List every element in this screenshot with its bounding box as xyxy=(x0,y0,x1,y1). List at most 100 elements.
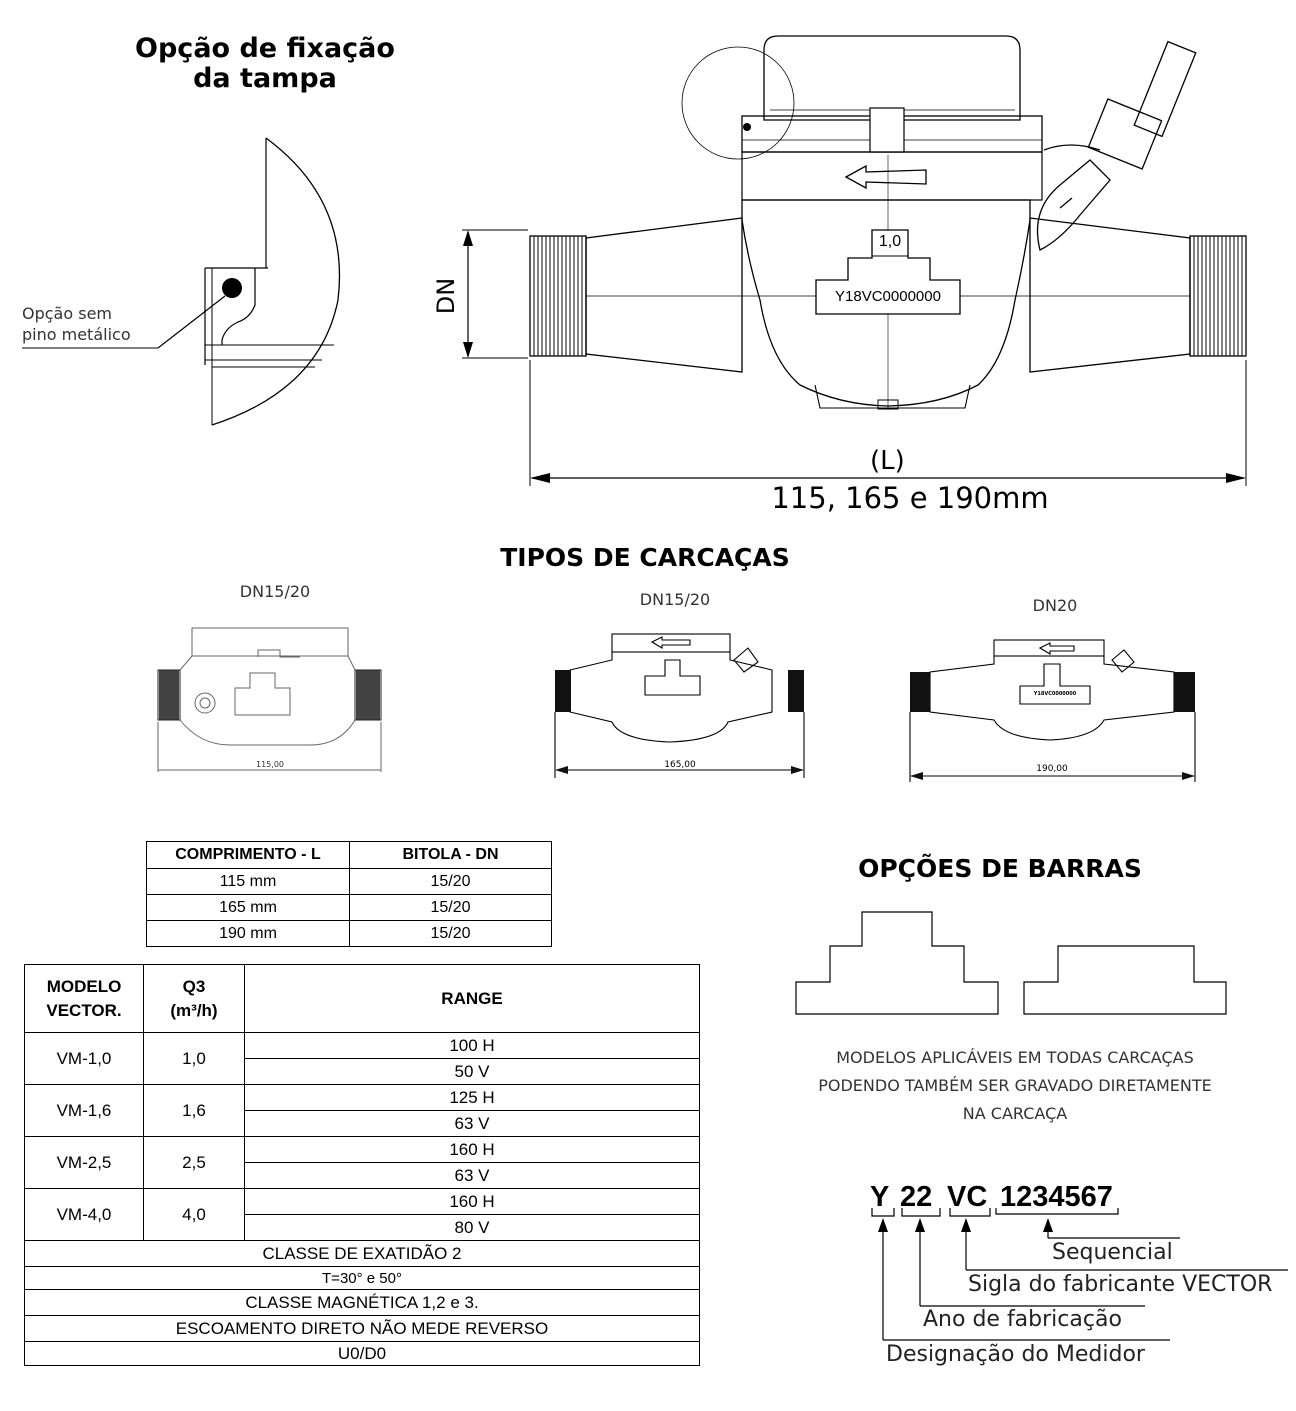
seal-hole-icon xyxy=(743,123,751,131)
range-v-cell: 50 V xyxy=(244,1058,700,1085)
table-footer-row: U0/D0 xyxy=(24,1341,700,1366)
bars-note-line1: MODELOS APLICÁVEIS EM TODAS CARCAÇAS xyxy=(836,1048,1194,1067)
length-header-dn: BITOLA - DN xyxy=(349,841,552,869)
header-model-line2: VECTOR. xyxy=(46,1000,122,1020)
bars-note-line3: NA CARCAÇA xyxy=(962,1104,1068,1123)
range-h-cell: 125 H xyxy=(244,1084,700,1111)
code-sequencial: Sequencial xyxy=(1052,1240,1173,1265)
class-label: 1,0 xyxy=(878,233,902,250)
dn-cell: 15/20 xyxy=(349,920,552,947)
accuracy-class: CLASSE DE EXATIDÃO 2 xyxy=(24,1240,700,1267)
fixing-note-line2: pino metálico xyxy=(22,325,131,344)
table-row: 80 V xyxy=(25,1214,700,1241)
model-table-header: MODELO VECTOR. Q3 (m³/h) RANGE xyxy=(24,964,700,1033)
model-cell: VM-4,0 xyxy=(24,1188,144,1241)
housing-3-label: DN20 xyxy=(1032,596,1078,615)
flow-arrow-icon xyxy=(844,164,927,190)
header-range: RANGE xyxy=(244,964,700,1033)
model-cell: VM-2,5 xyxy=(24,1136,144,1189)
table-row: 165 mm 15/20 xyxy=(146,894,552,921)
model-cell: VM-1,0 xyxy=(24,1032,144,1085)
table-row: VM-1,6 1,6 125 H xyxy=(24,1084,700,1137)
length-symbol: (L) xyxy=(870,446,905,476)
fixing-title-line2: da tampa xyxy=(193,63,337,94)
length-header-length: COMPRIMENTO - L xyxy=(146,841,350,869)
table-row: 50 V xyxy=(25,1058,700,1085)
housings-title: TIPOS DE CARCAÇAS xyxy=(500,543,790,572)
dn-label: DN xyxy=(432,277,461,315)
q3-cell: 2,5 xyxy=(143,1136,245,1189)
length-cell: 115 mm xyxy=(146,868,350,895)
fixing-title-line1: Opção de fixação xyxy=(135,33,395,64)
temperature-class: T=30° e 50° xyxy=(24,1266,700,1290)
length-table: COMPRIMENTO - L BITOLA - DN 115 mm 15/20… xyxy=(146,841,552,947)
table-row: VM-4,0 4,0 160 H xyxy=(24,1188,700,1241)
range-h-cell: 160 H xyxy=(244,1188,700,1215)
magnetic-class: CLASSE MAGNÉTICA 1,2 e 3. xyxy=(24,1289,700,1316)
range-h-cell: 160 H xyxy=(244,1136,700,1163)
housing-drawings xyxy=(157,627,1196,782)
housing-1-dimension: 115,00 xyxy=(256,760,284,769)
q3-cell: 1,0 xyxy=(143,1032,245,1085)
length-values: 115, 165 e 190mm xyxy=(771,481,1049,515)
fixing-note-line1: Opção sem xyxy=(22,304,112,323)
length-cell: 190 mm xyxy=(146,920,350,947)
code-p4: 1234567 xyxy=(1000,1181,1113,1213)
housing-3-serial: Y18VC0000000 xyxy=(1033,691,1077,697)
housing-3-dimension: 190,00 xyxy=(1036,764,1068,774)
code-p1: Y xyxy=(870,1181,890,1213)
housing-3-drawing xyxy=(909,639,1196,782)
bar-shape-stepped xyxy=(795,911,999,1015)
seal-tag-icon xyxy=(1036,40,1197,251)
dn-cell: 15/20 xyxy=(349,894,552,921)
installation-class: U0/D0 xyxy=(24,1341,700,1366)
housing-2-drawing xyxy=(554,633,805,778)
bars-title: OPÇÕES DE BARRAS xyxy=(858,854,1142,883)
header-q3-line2: (m³/h) xyxy=(170,1000,218,1020)
table-row: 115 mm 15/20 xyxy=(146,868,552,895)
pin-dot-icon xyxy=(222,278,242,298)
header-q3-line1: Q3 xyxy=(182,976,206,996)
code-leader-lines xyxy=(871,1208,1288,1341)
detail-circle xyxy=(681,46,795,160)
bar-shapes xyxy=(795,911,1227,1015)
table-footer-row: CLASSE DE EXATIDÃO 2 xyxy=(24,1240,700,1267)
housing-2-dimension: 165,00 xyxy=(664,760,696,770)
table-footer-row: CLASSE MAGNÉTICA 1,2 e 3. xyxy=(24,1289,700,1316)
table-footer-row: ESCOAMENTO DIRETO NÃO MEDE REVERSO xyxy=(24,1315,700,1342)
range-h-cell: 100 H xyxy=(244,1032,700,1059)
header-q3: Q3 (m³/h) xyxy=(143,964,245,1033)
table-row: 190 mm 15/20 xyxy=(146,920,552,947)
serial-label: Y18VC0000000 xyxy=(835,288,941,305)
fixing-title: Opção de fixação da tampa xyxy=(100,34,430,94)
bars-note-line2: PODENDO TAMBÉM SER GRAVADO DIRETAMENTE xyxy=(818,1076,1212,1095)
housing-2-label: DN15/20 xyxy=(639,590,711,609)
housing-1-drawing xyxy=(157,627,382,772)
bar-shape-simple xyxy=(1023,945,1227,1015)
range-v-cell: 63 V xyxy=(244,1110,700,1137)
q3-cell: 1,6 xyxy=(143,1084,245,1137)
header-model: MODELO VECTOR. xyxy=(24,964,144,1033)
length-cell: 165 mm xyxy=(146,894,350,921)
dn-cell: 15/20 xyxy=(349,868,552,895)
range-v-cell: 80 V xyxy=(244,1214,700,1241)
header-model-line1: MODELO xyxy=(46,976,122,996)
flow-direction: ESCOAMENTO DIRETO NÃO MEDE REVERSO xyxy=(24,1315,700,1342)
code-designation: Designação do Medidor xyxy=(886,1342,1145,1367)
housing-1-label: DN15/20 xyxy=(239,582,311,601)
model-table: MODELO VECTOR. Q3 (m³/h) RANGE VM-1,0 1,… xyxy=(24,964,700,1366)
fixing-detail-drawing xyxy=(22,137,341,426)
table-footer-row: T=30° e 50° xyxy=(24,1266,700,1290)
code-p3: VC xyxy=(947,1181,988,1213)
q3-cell: 4,0 xyxy=(143,1188,245,1241)
table-row: VM-1,0 1,0 100 H xyxy=(24,1032,700,1085)
range-v-cell: 63 V xyxy=(244,1162,700,1189)
table-row: VM-2,5 2,5 160 H xyxy=(24,1136,700,1189)
bars-note: MODELOS APLICÁVEIS EM TODAS CARCAÇAS POD… xyxy=(740,1044,1290,1128)
code-p2: 22 xyxy=(900,1181,933,1213)
code-manufacturer: Sigla do fabricante VECTOR xyxy=(968,1272,1273,1297)
length-table-header: COMPRIMENTO - L BITOLA - DN xyxy=(146,841,552,869)
main-meter-drawing xyxy=(462,35,1247,486)
code-year: Ano de fabricação xyxy=(923,1307,1122,1332)
model-cell: VM-1,6 xyxy=(24,1084,144,1137)
